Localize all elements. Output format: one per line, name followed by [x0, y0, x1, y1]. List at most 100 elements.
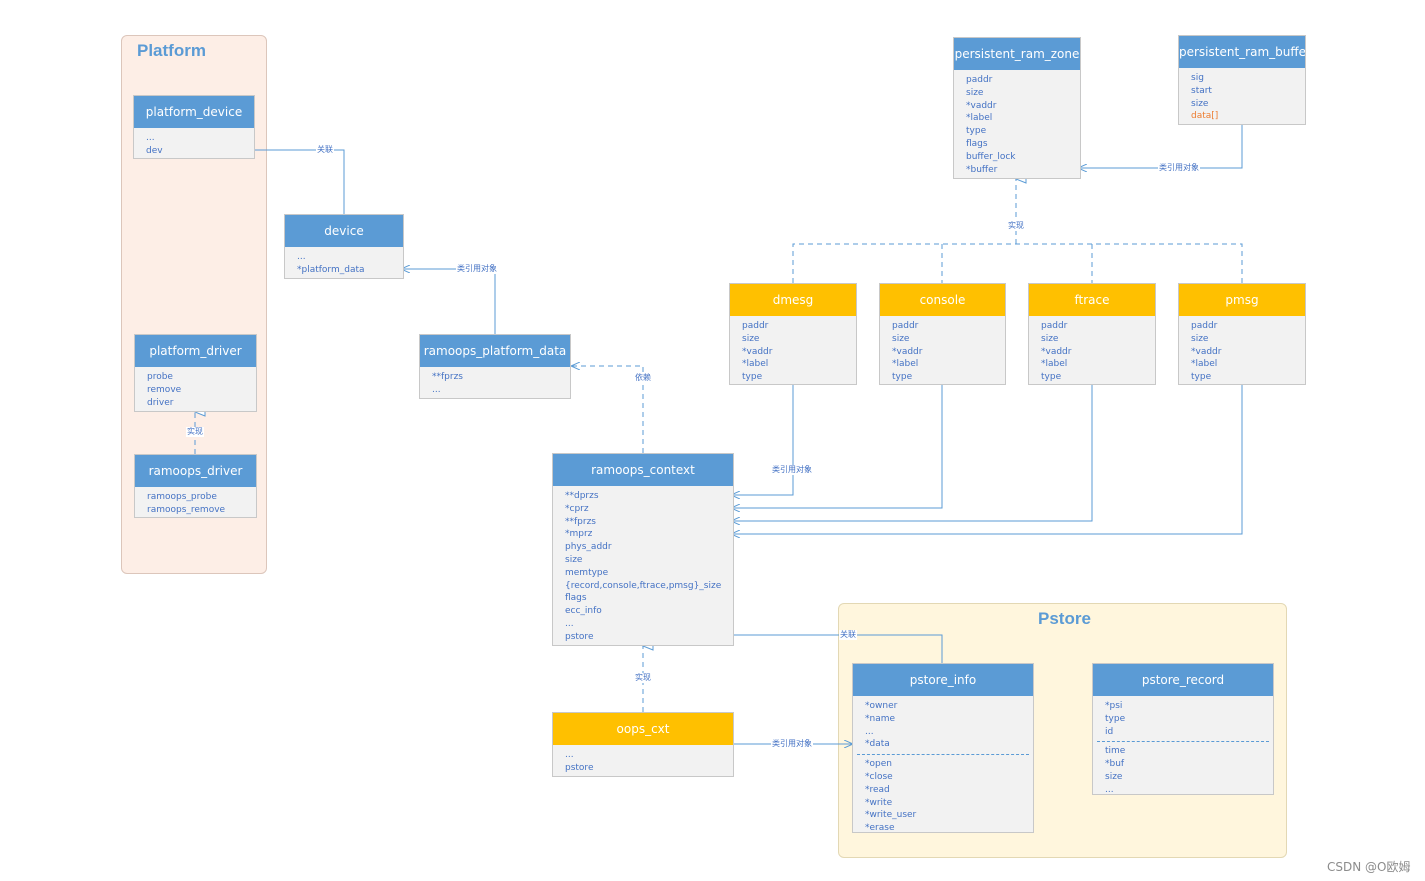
class-field: *mprz	[565, 529, 593, 540]
class-field: *name	[865, 713, 896, 724]
class-field: *vaddr	[1041, 346, 1072, 357]
class-field: *erase	[865, 823, 895, 834]
class-field: size	[1041, 333, 1059, 344]
platform-driver-class: platform_driver probe remove driver	[134, 334, 257, 412]
class-field: probe	[147, 372, 173, 382]
edge-ref-pmsg	[731, 385, 1243, 534]
class-field: *platform_data	[297, 264, 365, 275]
class-title: platform_driver	[135, 335, 256, 367]
class-field: *vaddr	[892, 346, 923, 357]
ramoops-platform-data-class: ramoops_platform_data **fprzs...	[419, 334, 571, 399]
class-field: pstore	[565, 762, 594, 773]
class-title: console	[880, 284, 1005, 316]
class-field: *open	[865, 759, 892, 770]
class-field: size	[1105, 771, 1123, 782]
class-field: size	[1191, 333, 1209, 344]
class-title: device	[285, 215, 403, 247]
class-field: remove	[147, 384, 182, 395]
edge-assoc-pstore	[731, 634, 943, 663]
class-field: size	[966, 87, 984, 98]
edge-dependency	[571, 366, 644, 453]
edge-label-ref-pstore: 类引用对象	[771, 739, 813, 749]
field-list: ...pstore	[553, 745, 733, 779]
platform-device-class: platform_device ...dev	[133, 95, 255, 159]
edge-label-ref-buffer: 类引用对象	[1158, 163, 1200, 173]
edge-ref-dmesg	[731, 385, 794, 495]
class-field: *label	[966, 113, 993, 124]
class-field: buffer_lock	[966, 151, 1016, 162]
class-field: *label	[1041, 359, 1068, 370]
class-field: type	[966, 126, 987, 137]
class-field: *psi	[1105, 701, 1123, 711]
class-field: **fprzs	[565, 516, 596, 527]
class-field: paddr	[1191, 321, 1218, 331]
class-field: dev	[146, 145, 163, 156]
edge-impl-zone-bus	[792, 243, 1243, 283]
class-field: sig	[1191, 73, 1204, 83]
class-title: platform_device	[134, 96, 254, 128]
class-field: *data	[865, 739, 890, 750]
edge-ref-console	[731, 385, 943, 508]
class-title: ramoops_platform_data	[420, 335, 570, 367]
field-separator	[1097, 741, 1269, 743]
class-field: *vaddr	[966, 100, 997, 111]
class-field: *label	[742, 359, 769, 370]
field-list: ...dev	[134, 128, 254, 162]
class-title: ramoops_context	[553, 454, 733, 486]
class-field: type	[892, 372, 913, 383]
field-group-a: *owner*name...*data	[865, 700, 1033, 751]
class-title: pmsg	[1179, 284, 1305, 316]
class-field: *cprz	[565, 503, 589, 514]
class-field: **fprzs	[432, 372, 463, 382]
class-field: phys_addr	[565, 542, 612, 553]
csdn-watermark: CSDN @O欧姆	[1327, 860, 1411, 874]
edge-label-assoc-pstore: 关联	[839, 630, 857, 640]
class-field: {record,console,ftrace,pmsg}_size	[565, 580, 722, 591]
class-field: paddr	[966, 75, 993, 85]
class-field: *vaddr	[1191, 346, 1222, 357]
class-field: start	[1191, 85, 1212, 96]
class-field: size	[1191, 98, 1209, 109]
class-field: ...	[432, 384, 441, 395]
class-field: id	[1105, 726, 1114, 737]
class-field: paddr	[742, 321, 769, 331]
class-field: *close	[865, 771, 893, 782]
class-title: pstore_info	[853, 664, 1033, 696]
class-field: ...	[865, 726, 874, 737]
class-field: *write	[865, 797, 893, 808]
field-list: *owner*name...*data *open*close*read*wri…	[853, 696, 1033, 839]
edge-label-ref-platform-data: 类引用对象	[456, 264, 498, 274]
class-field: size	[892, 333, 910, 344]
edge-label-assoc-dev: 关联	[316, 145, 334, 155]
edge-label-ref-dmesg: 类引用对象	[771, 465, 813, 475]
class-field: flags	[966, 138, 988, 149]
class-field: ...	[1105, 784, 1114, 795]
class-title: oops_cxt	[553, 713, 733, 745]
edge-label-impl-context: 实现	[634, 673, 652, 683]
class-field: data[]	[1191, 111, 1219, 122]
class-field: type	[742, 372, 763, 383]
class-field: driver	[147, 397, 174, 408]
device-class: device ...*platform_data	[284, 214, 404, 279]
field-list: probe remove driver	[135, 367, 256, 413]
edge-label-dependency: 依赖	[634, 373, 652, 383]
platform-group-title: Platform	[137, 41, 206, 60]
class-field: flags	[565, 593, 587, 604]
class-field: type	[1041, 372, 1062, 383]
class-field: ecc_info	[565, 606, 602, 617]
class-field: ramoops_probe	[147, 492, 217, 502]
field-list: **fprzs...	[420, 367, 570, 401]
